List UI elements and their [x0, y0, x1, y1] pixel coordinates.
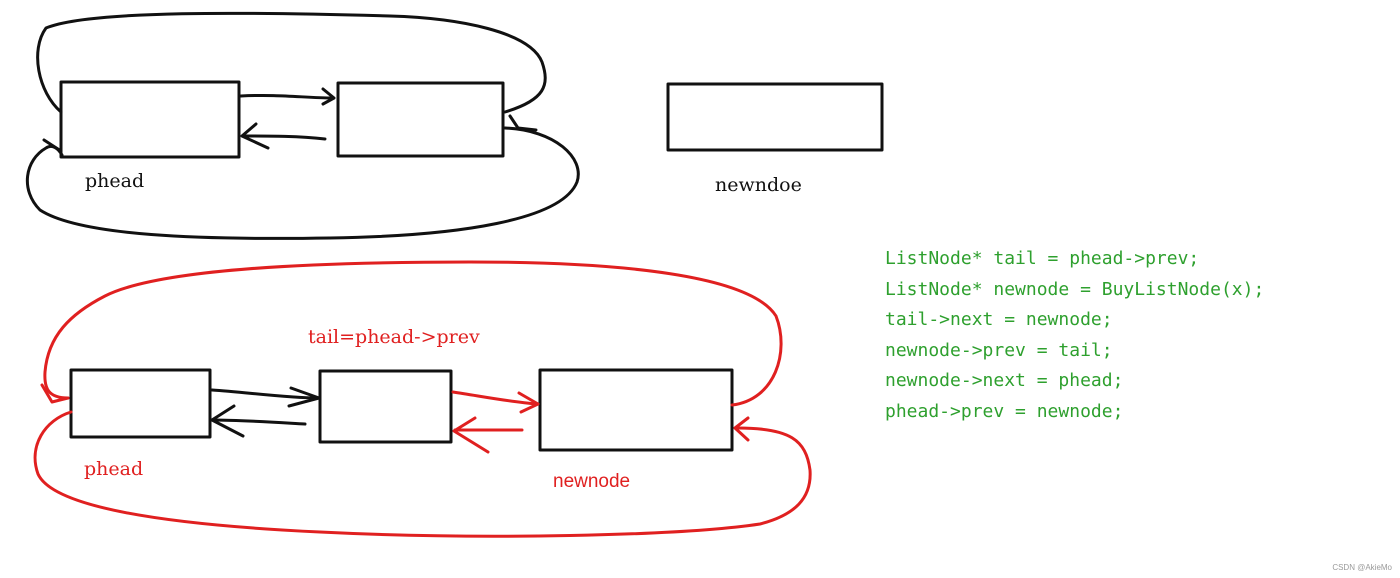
code-block: ListNode* tail = phead->prev; ListNode* …: [885, 244, 1264, 427]
top-prev-arrow: [241, 134, 327, 141]
bottom-upper-loop: [43, 260, 783, 407]
watermark: CSDN @AkieMo: [1332, 563, 1392, 572]
bottom-tail-label: tail=phead->prev: [308, 326, 480, 348]
top-diagram: [25, 11, 884, 240]
top-phead-label: phead: [85, 170, 145, 192]
top-prev-arrowhead: [240, 122, 270, 150]
code-line: tail->next = newnode;: [885, 309, 1113, 330]
bottom-newnode-node: [538, 368, 734, 452]
top-newnode-label: newndoe: [715, 174, 802, 196]
bottom-lower-loop-arrowhead: [733, 416, 750, 442]
bottom-tail-node: [318, 369, 453, 444]
top-lower-loop: [25, 126, 580, 240]
top-next-arrow: [239, 93, 335, 100]
code-line: newnode->next = phead;: [885, 370, 1124, 391]
bottom-tail-next-arrow: [451, 390, 539, 406]
top-upper-loop-arrowhead: [508, 114, 538, 132]
bottom-next-arrowhead: [287, 386, 321, 408]
code-line: newnode->prev = tail;: [885, 339, 1113, 361]
bottom-upper-loop-arrowhead: [40, 383, 70, 404]
bottom-newnode-label: newnode: [553, 471, 631, 492]
top-second-node: [336, 81, 505, 158]
bottom-lower-loop: [33, 410, 812, 538]
bottom-newnode-prev-arrowhead: [452, 416, 490, 454]
top-phead-node: [59, 80, 241, 159]
bottom-phead-label: phead: [84, 458, 144, 480]
code-line: ListNode* newnode = BuyListNode(x);: [885, 278, 1265, 300]
bottom-tail-next-arrowhead: [517, 391, 540, 414]
top-newnode-box: [666, 82, 884, 152]
bottom-prev-arrow: [210, 418, 307, 426]
bottom-next-arrow: [210, 388, 320, 400]
bottom-phead-node: [69, 368, 212, 439]
top-next-arrowhead: [321, 87, 336, 106]
code-line: phead->prev = newnode;: [885, 400, 1124, 422]
code-line: ListNode* tail = phead->prev;: [885, 248, 1200, 269]
bottom-diagram: [33, 260, 812, 538]
top-lower-loop-arrowhead: [42, 138, 63, 153]
bottom-prev-arrowhead: [210, 404, 245, 438]
top-upper-loop: [36, 11, 547, 114]
